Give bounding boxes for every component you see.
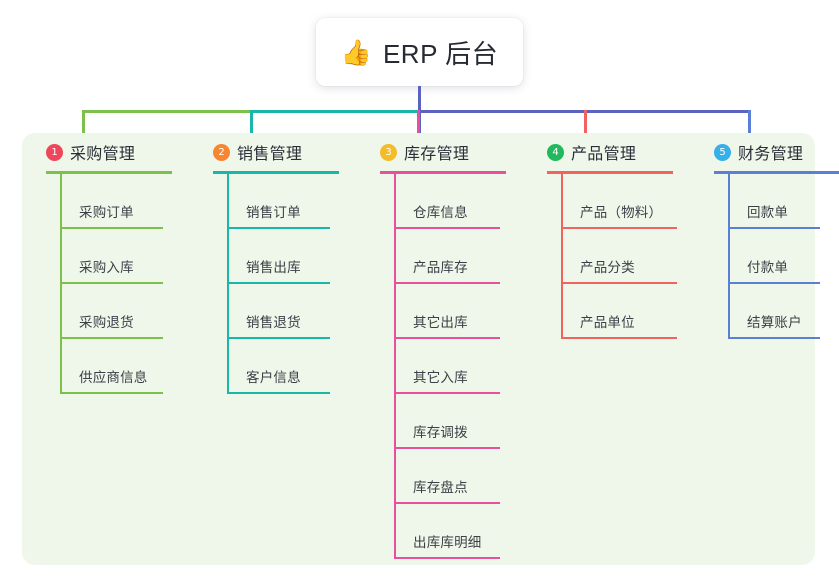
list-item[interactable]: 付款单: [728, 229, 820, 284]
list-item[interactable]: 采购订单: [60, 174, 163, 229]
branch-drop-3: [417, 110, 420, 143]
list-item-label: 供应商信息: [79, 370, 148, 385]
root-node-title: ERP 后台: [382, 38, 499, 69]
branch-column-4: 4 产品管理 产品（物料） 产品分类 产品单位: [523, 133, 690, 565]
list-item-label: 结算账户: [747, 315, 802, 330]
list-item-label: 产品（物料）: [580, 205, 663, 220]
branch-drop-2: [250, 110, 253, 143]
branch-column-1: 1 采购管理 采购订单 采购入库 采购退货 供应商信息: [22, 133, 189, 565]
branch-header-2[interactable]: 2 销售管理: [211, 133, 356, 171]
branch-drop-4: [584, 110, 587, 143]
list-item-label: 仓库信息: [413, 205, 468, 220]
branch-badge-4: 4: [547, 143, 564, 161]
branch-title-3: 库存管理: [404, 146, 470, 163]
branch-items-1: 采购订单 采购入库 采购退货 供应商信息: [60, 174, 189, 394]
branch-badge-5: 5: [714, 143, 731, 161]
list-item-label: 采购订单: [79, 205, 134, 220]
list-item-label: 出库库明细: [413, 535, 482, 550]
branch-rule-3: [380, 171, 506, 174]
list-item-label: 其它入库: [413, 370, 468, 385]
thumbs-up-icon: 👍: [340, 38, 372, 67]
list-item[interactable]: 销售订单: [227, 174, 330, 229]
list-item-label: 付款单: [747, 260, 789, 275]
branch-header-1[interactable]: 1 采购管理: [44, 133, 189, 171]
list-item[interactable]: 库存盘点: [394, 449, 500, 504]
list-item[interactable]: 其它出库: [394, 284, 500, 339]
list-item[interactable]: 产品库存: [394, 229, 500, 284]
branch-header-3[interactable]: 3 库存管理: [378, 133, 523, 171]
branch-items-4: 产品（物料） 产品分类 产品单位: [561, 174, 690, 339]
branch-header-5[interactable]: 5 财务管理: [712, 133, 839, 171]
branch-badge-1: 1: [46, 143, 63, 161]
list-item[interactable]: 库存调拨: [394, 394, 500, 449]
branch-columns: 1 采购管理 采购订单 采购入库 采购退货 供应商信息 2 销售管理 销售订单 …: [22, 133, 839, 565]
branch-column-2: 2 销售管理 销售订单 销售出库 销售退货 客户信息: [189, 133, 356, 565]
branch-drop-1: [82, 110, 85, 143]
list-item[interactable]: 采购退货: [60, 284, 163, 339]
list-item-label: 销售出库: [246, 260, 301, 275]
list-item-label: 产品库存: [413, 260, 468, 275]
list-item-label: 回款单: [747, 205, 789, 220]
list-item-label: 销售订单: [246, 205, 301, 220]
branch-column-3: 3 库存管理 仓库信息 产品库存 其它出库 其它入库 库存调拨 库存盘点 出库库…: [356, 133, 523, 565]
branch-title-4: 产品管理: [571, 146, 637, 163]
branch-drop-5: [748, 110, 751, 143]
list-item[interactable]: 产品（物料）: [561, 174, 677, 229]
branch-items-2: 销售订单 销售出库 销售退货 客户信息: [227, 174, 356, 394]
list-item[interactable]: 销售出库: [227, 229, 330, 284]
branch-title-5: 财务管理: [738, 146, 804, 163]
list-item-label: 库存盘点: [413, 480, 468, 495]
list-item[interactable]: 回款单: [728, 174, 820, 229]
list-item-label: 销售退货: [246, 315, 301, 330]
list-item-label: 产品分类: [580, 260, 635, 275]
bus-connector-middle: [250, 110, 420, 113]
branch-column-5: 5 财务管理 回款单 付款单 结算账户: [690, 133, 839, 565]
branch-items-3: 仓库信息 产品库存 其它出库 其它入库 库存调拨 库存盘点 出库库明细: [394, 174, 523, 559]
list-item-label: 产品单位: [580, 315, 635, 330]
branch-badge-3: 3: [380, 143, 397, 161]
branch-header-4[interactable]: 4 产品管理: [545, 133, 690, 171]
list-item[interactable]: 采购入库: [60, 229, 163, 284]
branch-rule-2: [213, 171, 339, 174]
branches-panel: [22, 133, 815, 565]
list-item[interactable]: 其它入库: [394, 339, 500, 394]
list-item[interactable]: 销售退货: [227, 284, 330, 339]
branch-title-2: 销售管理: [237, 146, 303, 163]
list-item[interactable]: 供应商信息: [60, 339, 163, 394]
list-item-label: 客户信息: [246, 370, 301, 385]
list-item[interactable]: 产品单位: [561, 284, 677, 339]
branch-items-5: 回款单 付款单 结算账户: [728, 174, 839, 339]
list-item-label: 采购入库: [79, 260, 134, 275]
list-item[interactable]: 结算账户: [728, 284, 820, 339]
branch-badge-2: 2: [213, 143, 230, 161]
list-item-label: 其它出库: [413, 315, 468, 330]
list-item[interactable]: 客户信息: [227, 339, 330, 394]
root-node[interactable]: 👍 ERP 后台: [316, 18, 523, 86]
branch-rule-1: [46, 171, 172, 174]
branch-title-1: 采购管理: [70, 146, 136, 163]
list-item-label: 库存调拨: [413, 425, 468, 440]
list-item-label: 采购退货: [79, 315, 134, 330]
list-item[interactable]: 出库库明细: [394, 504, 500, 559]
list-item[interactable]: 仓库信息: [394, 174, 500, 229]
list-item[interactable]: 产品分类: [561, 229, 677, 284]
branch-rule-4: [547, 171, 673, 174]
bus-connector-left: [82, 110, 253, 113]
branch-rule-5: [714, 171, 839, 174]
